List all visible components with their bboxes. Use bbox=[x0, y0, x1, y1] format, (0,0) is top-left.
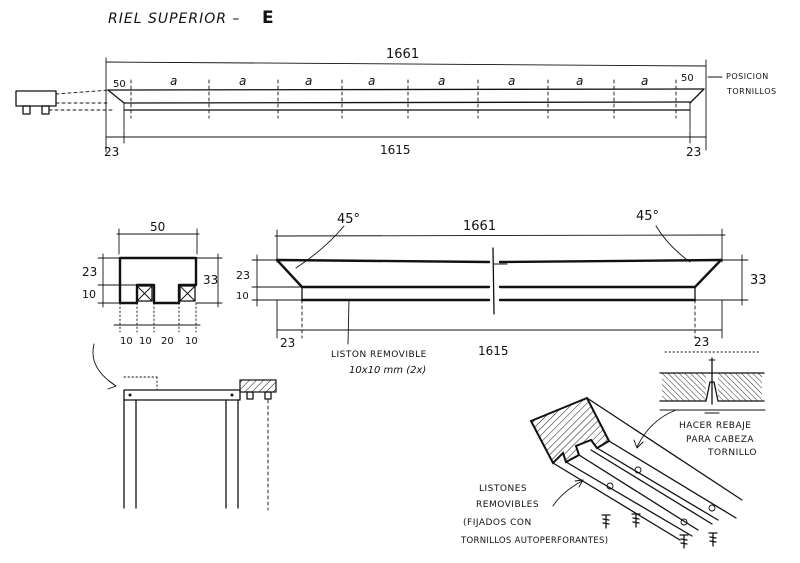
rebate-note-line1: HACER REBAJE bbox=[679, 421, 751, 431]
top-dim-bottom: 23 1615 23 bbox=[104, 130, 707, 159]
title-text: RIEL SUPERIOR – bbox=[108, 11, 240, 27]
rail-plan-outline bbox=[105, 88, 707, 153]
elevation-top-height: 23 bbox=[236, 269, 250, 282]
strips-note-line1: LISTONES bbox=[479, 484, 527, 494]
top-length-label: 1661 bbox=[386, 47, 419, 62]
rebate-note-line3: TORNILLO bbox=[707, 448, 757, 458]
elevation-right-segment bbox=[498, 258, 723, 302]
section-total-height: 33 bbox=[203, 273, 218, 287]
top-view: 1661 50 a a a bbox=[15, 47, 777, 159]
section-dim-width: 50 bbox=[116, 220, 200, 255]
side-offset-left: 23 bbox=[104, 145, 119, 159]
strip-label-line1: LISTON REMOVIBLE bbox=[331, 350, 427, 360]
perspective-view: LISTONES REMOVIBLES (FIJADOS CON TORNILL… bbox=[460, 396, 743, 549]
end-offset-right: 50 bbox=[681, 73, 694, 84]
rebate-note-line2: PARA CABEZA bbox=[686, 435, 754, 445]
section-bottom-width: 10 bbox=[139, 336, 152, 347]
break-line bbox=[492, 247, 495, 315]
end-offset-left: 50 bbox=[113, 79, 126, 90]
section-width-label: 50 bbox=[150, 220, 165, 234]
screw-hole bbox=[634, 466, 642, 474]
screw-hole bbox=[606, 482, 614, 490]
spacing-a: a bbox=[576, 74, 583, 88]
elevation-dim-bottom: 23 1615 23 bbox=[276, 299, 723, 358]
side-offset-right: 23 bbox=[686, 145, 701, 159]
title-letter: E bbox=[262, 8, 274, 28]
rail-section-hatched bbox=[239, 379, 277, 393]
angle-left: 45° bbox=[337, 212, 360, 227]
elevation-total-height: 33 bbox=[750, 273, 767, 288]
elevation-left-segment bbox=[275, 258, 491, 302]
screw-note-line2: TORNILLOS bbox=[726, 87, 777, 96]
section-dim-heights: 23 10 33 bbox=[82, 253, 223, 308]
elevation-dim-right: 33 bbox=[695, 254, 767, 306]
sheet-title: RIEL SUPERIOR – E bbox=[108, 8, 274, 28]
spacing-a: a bbox=[305, 74, 312, 88]
spacing-a: a bbox=[508, 74, 515, 88]
strips-note-line4: TORNILLOS AUTOPERFORANTES) bbox=[460, 536, 608, 546]
rail-end-hatched bbox=[529, 396, 611, 465]
screw-positions: 50 a a a a a a a a 50 POSICION TORNILLOS bbox=[113, 72, 777, 119]
screw-hole bbox=[708, 504, 716, 512]
section-bottom-width: 10 bbox=[185, 336, 198, 347]
spacing-a: a bbox=[368, 74, 375, 88]
elevation-view: 1661 45° 45° bbox=[236, 209, 767, 376]
screw-rebate-detail: HACER REBAJE PARA CABEZA TORNILLO bbox=[633, 351, 766, 458]
frame-detail bbox=[92, 343, 277, 511]
spacing-a: a bbox=[170, 74, 177, 88]
elevation-offset-right: 23 bbox=[694, 335, 709, 349]
section-bottom-width: 10 bbox=[120, 336, 133, 347]
elevation-dim-left: 23 10 bbox=[236, 254, 303, 307]
section-top-height: 23 bbox=[82, 265, 97, 279]
strips-note-line2: REMOVIBLES bbox=[476, 500, 539, 510]
angle-right: 45° bbox=[636, 209, 659, 224]
screw-hole bbox=[680, 518, 688, 526]
cross-section: 50 23 10 33 10 10 bbox=[82, 220, 223, 347]
inner-length-label: 1615 bbox=[380, 143, 411, 157]
section-bottom-height: 10 bbox=[82, 288, 96, 301]
strip-left bbox=[136, 285, 153, 302]
elevation-bottom-height: 10 bbox=[236, 291, 249, 302]
strip-right bbox=[179, 285, 196, 302]
strips-note-line3: (FIJADOS CON bbox=[463, 518, 532, 528]
end-section-sketch bbox=[15, 89, 113, 115]
elevation-inner-length: 1615 bbox=[478, 344, 509, 358]
spacing-a: a bbox=[239, 74, 246, 88]
screw-icon bbox=[601, 513, 718, 549]
section-dim-bottom: 10 10 20 10 bbox=[113, 302, 201, 347]
spacing-a: a bbox=[641, 74, 648, 88]
elevation-dim-1661: 1661 bbox=[274, 219, 726, 263]
section-bottom-width: 20 bbox=[161, 336, 174, 347]
elevation-offset-left: 23 bbox=[280, 336, 295, 350]
strip-label-line2: 10x10 mm (2x) bbox=[349, 365, 426, 376]
elevation-length-label: 1661 bbox=[463, 219, 496, 234]
spacing-a: a bbox=[438, 74, 445, 88]
screw-note-line1: POSICION bbox=[726, 72, 769, 81]
top-dim-1661: 1661 bbox=[105, 47, 707, 93]
